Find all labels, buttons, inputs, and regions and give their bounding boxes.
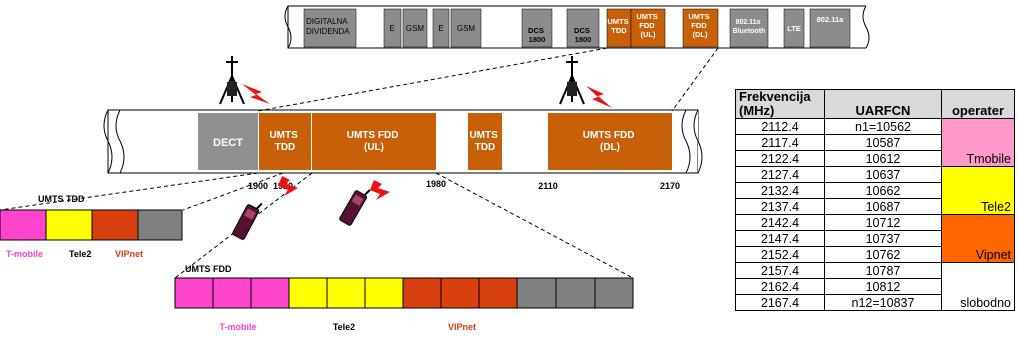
top-block-umts-fdd-ul xyxy=(630,8,666,48)
tdd-cell-vipnet xyxy=(91,209,139,241)
freq-label-1980: 1980 xyxy=(426,179,446,189)
operator-cell-tmobile: Tmobile xyxy=(941,118,1015,167)
top-block-dcs2-label: DCS 1800 xyxy=(574,26,592,44)
antenna-icon xyxy=(219,56,245,105)
tdd-cell-tele2 xyxy=(45,209,93,241)
fdd-cell-gray-3 xyxy=(594,277,634,309)
mobile-phone-icon xyxy=(339,189,371,226)
freq-label-1900: 1900 xyxy=(248,181,268,191)
top-block-lte xyxy=(783,8,805,48)
tdd-detail-title: UMTS TDD xyxy=(38,194,85,204)
band-block-dect-label: DECT xyxy=(213,137,243,149)
top-spectrum-strip: DIGITALNA DIVIDENDA E GSM E GSM DCS 1800… xyxy=(284,5,730,49)
fdd-detail-title: UMTS FDD xyxy=(185,264,232,274)
band-block-umts-tdd-1-label: UMTS TDD xyxy=(269,130,300,153)
fdd-label-tele2: Tele2 xyxy=(333,322,355,332)
table-row: 2152.4 10762 xyxy=(735,246,1015,263)
table-row: 2122.4 10612 xyxy=(735,150,1015,167)
top-block-80211a xyxy=(809,8,851,48)
freq-label-2170: 2170 xyxy=(660,181,680,191)
table-row: 2142.4 10712 Vipnet xyxy=(735,214,1015,263)
tdd-cell-gray xyxy=(137,209,183,241)
top-block-e1-label: E xyxy=(389,24,394,33)
fdd-cell-tele2-3 xyxy=(364,277,404,309)
main-band: DECT UMTS TDD UMTS FDD (UL) UMTS TDD UMT… xyxy=(103,109,703,191)
top-block-80211x xyxy=(729,8,769,48)
fdd-cell-tele2-1 xyxy=(288,277,328,309)
operator-cell-vipnet: Vipnet xyxy=(941,214,1015,263)
top-block-umts-tdd xyxy=(606,8,632,48)
fdd-cell-vipnet-1 xyxy=(402,277,442,309)
antenna-icon xyxy=(559,56,585,105)
fdd-cell-tmobile-3 xyxy=(250,277,290,309)
operator-cell-free: slobodno xyxy=(941,262,1015,311)
table-header-uarfcn: UARFCN xyxy=(824,89,942,119)
fdd-cell-tmobile-2 xyxy=(212,277,252,309)
frequency-table: Frekvencija(MHz) UARFCN operater 2112.4 … xyxy=(735,89,1015,311)
tdd-detail: UMTS TDD T-mobile Tele2 VIPnet xyxy=(0,194,183,259)
fdd-cell-gray-2 xyxy=(555,277,596,309)
lightning-icon xyxy=(242,84,612,200)
fdd-cell-gray-1 xyxy=(516,277,557,309)
top-block-e1 xyxy=(383,8,402,48)
spectrum-diagram: DIGITALNA DIVIDENDA E GSM E GSM DCS 1800… xyxy=(0,5,730,332)
band-block-umts-tdd-1 xyxy=(259,113,311,170)
top-block-e2 xyxy=(432,8,450,48)
top-block-umts-fdd-dl-label: UMTS FDD (DL) xyxy=(688,12,711,39)
table-row: 2162.4 10812 xyxy=(735,278,1015,295)
top-block-lte-label: LTE xyxy=(787,24,801,33)
top-block-dcs2 xyxy=(566,8,600,48)
fdd-label-tmobile: T-mobile xyxy=(219,322,256,332)
table-row: 2157.4 10787 slobodno xyxy=(735,262,1015,311)
fdd-cell-vipnet-3 xyxy=(478,277,518,309)
top-block-80211x-label: 802.11x Bluetooth xyxy=(733,19,766,35)
fdd-cell-vipnet-2 xyxy=(440,277,480,309)
top-block-80211a-label: 802.11a xyxy=(817,15,845,24)
freq-label-2110: 2110 xyxy=(538,181,558,191)
top-block-gsm1 xyxy=(402,8,428,48)
table-row: 2167.4 n12=10837 xyxy=(735,294,1015,311)
band-block-umts-tdd-2-label: UMTS TDD xyxy=(469,130,500,153)
tdd-label-tele2: Tele2 xyxy=(69,249,91,259)
table-header-operator: operater xyxy=(941,89,1015,119)
top-block-dcs1-label: DCS 1800 xyxy=(528,26,546,44)
mobile-phone-icon xyxy=(232,202,263,240)
band-block-umts-fdd-dl xyxy=(548,113,672,170)
band-block-umts-fdd-dl-label: UMTS FDD (DL) xyxy=(583,130,637,153)
top-block-e2-label: E xyxy=(438,24,443,33)
table-row: 2127.4 10637 Tele2 xyxy=(735,166,1015,215)
fdd-cell-tele2-2 xyxy=(326,277,366,309)
tdd-label-vipnet: VIPnet xyxy=(115,249,143,259)
top-block-umts-tdd-label: UMTS TDD xyxy=(607,17,630,35)
top-block-dividenda-label: DIGITALNA DIVIDENDA xyxy=(306,17,350,36)
top-block-umts-fdd-dl xyxy=(682,8,719,48)
band-block-umts-fdd-ul xyxy=(312,113,436,170)
fdd-detail: UMTS FDD T-mobile Tele2 VIPnet xyxy=(174,264,634,332)
top-block-gsm1-label: GSM xyxy=(406,24,425,33)
table-header-frequency: Frekvencija(MHz) xyxy=(735,89,825,119)
top-block-umts-fdd-ul-label: UMTS FDD (UL) xyxy=(636,12,659,39)
operator-cell-tele2: Tele2 xyxy=(941,166,1015,215)
top-block-dcs1 xyxy=(521,8,553,48)
top-spectrum-strip-right: 802.11x Bluetooth LTE 802.11a xyxy=(720,5,870,49)
band-block-umts-fdd-ul-label: UMTS FDD (UL) xyxy=(347,130,401,153)
table-row: 2112.4 n1=10562 Tmobile xyxy=(735,118,1015,167)
fdd-label-vipnet: VIPnet xyxy=(448,322,476,332)
fdd-cell-tmobile-1 xyxy=(174,277,214,309)
top-block-gsm2 xyxy=(450,8,482,48)
tdd-cell-tmobile xyxy=(0,209,47,241)
band-block-umts-tdd-2 xyxy=(468,113,502,170)
tdd-label-tmobile: T-mobile xyxy=(6,249,43,259)
band-block-dect xyxy=(198,113,258,170)
top-block-dividenda xyxy=(303,8,357,48)
top-block-gsm2-label: GSM xyxy=(457,24,476,33)
